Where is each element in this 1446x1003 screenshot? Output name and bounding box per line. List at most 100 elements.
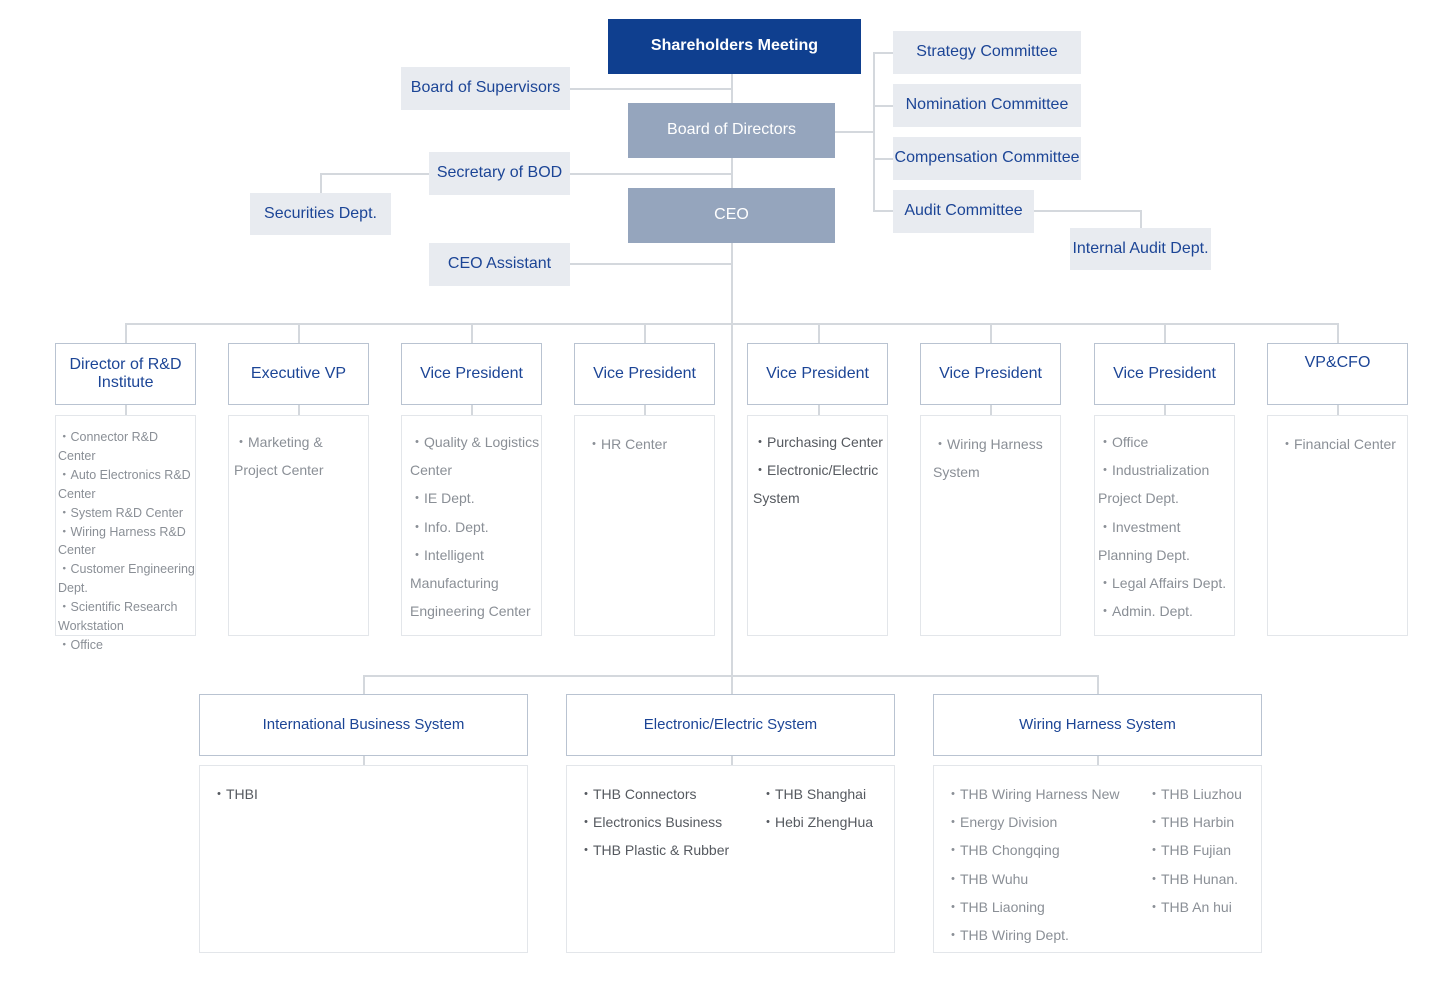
- executive-dept-list: ・Marketing & Project Center: [228, 415, 369, 636]
- exec-stem-1: [125, 404, 127, 416]
- securities-dept-box: Securities Dept.: [250, 193, 391, 235]
- main-spine: [731, 74, 733, 694]
- exec-stem-4: [644, 404, 646, 416]
- dept-item: ・Info. Dept.: [410, 518, 489, 535]
- executive-dept-list: ・Connector R&D Center ・Auto Electronics …: [55, 415, 196, 652]
- executive-dept-list: ・Purchasing Center ・Electronic/Electric …: [747, 415, 888, 636]
- system-box: International Business System: [199, 694, 528, 756]
- executive-box: VP&CFO: [1267, 343, 1408, 405]
- executive-dept-list: ・Wiring Harness System: [920, 415, 1061, 636]
- system-drop-3: [1097, 675, 1099, 695]
- executive-dept-list: ・HR Center: [574, 415, 715, 636]
- exec-stem-2: [298, 404, 300, 416]
- nomination-committee-box: Nomination Committee: [893, 84, 1081, 127]
- company-item: ・THB Chongqing: [946, 842, 1060, 859]
- exec-drop-4: [644, 323, 646, 344]
- audit-committee-box: Audit Committee: [893, 190, 1034, 233]
- dept-item: ・Electronic/Electric System: [753, 462, 879, 507]
- dept-item: ・Wiring Harness R&D Center: [58, 524, 186, 558]
- company-item: ・Electronics Business: [579, 814, 723, 831]
- supervisors-connector: [570, 88, 732, 90]
- ceo-box: CEO: [628, 188, 835, 243]
- committee-connector-h: [835, 131, 875, 133]
- securities-connector-v: [320, 173, 322, 193]
- dept-item: ・Wiring Harness System: [933, 436, 1043, 480]
- executive-dept-list: ・Office ・Industrialization Project Dept.…: [1094, 415, 1235, 636]
- dept-item: ・Purchasing Center: [753, 434, 883, 450]
- company-item: ・THB Wuhu: [946, 870, 1029, 887]
- company-item: ・THB Liaoning: [946, 898, 1045, 915]
- strategy-committee-box: Strategy Committee: [893, 31, 1081, 74]
- system-drop-1: [363, 675, 365, 695]
- exec-stem-7: [1164, 404, 1166, 416]
- dept-item: ・Industrialization Project Dept.: [1098, 462, 1210, 507]
- executive-box: Vice President: [747, 343, 888, 405]
- secretary-of-bod-box: Secretary of BOD: [429, 152, 570, 195]
- company-item: ・THB Wiring Dept.: [946, 927, 1069, 944]
- company-item: ・THBI: [212, 786, 258, 802]
- nomination-tick: [873, 105, 893, 107]
- system-stem-3: [1097, 755, 1099, 766]
- company-item: ・THB Wiring Harness New: [946, 786, 1120, 802]
- dept-item: ・Investment Planning Dept.: [1098, 518, 1190, 563]
- company-item: ・THB Liuzhou: [1147, 786, 1242, 802]
- executive-box: Vice President: [574, 343, 715, 405]
- dept-item: ・Office: [1098, 434, 1149, 450]
- exec-drop-8: [1337, 323, 1339, 344]
- dept-item: ・System R&D Center: [58, 505, 184, 520]
- company-item: ・Hebi ZhengHua: [761, 814, 874, 831]
- dept-item: ・Quality & Logistics Center: [410, 434, 540, 479]
- system-box: Wiring Harness System: [933, 694, 1262, 756]
- board-of-supervisors-box: Board of Supervisors: [401, 67, 570, 110]
- executive-dept-list: ・Financial Center: [1267, 415, 1408, 636]
- executive-box: Vice President: [1094, 343, 1235, 405]
- dept-item: ・Intelligent Manufacturing Engineering C…: [410, 546, 531, 620]
- internal-audit-connector-h: [1034, 210, 1142, 212]
- dept-item: ・Office: [58, 637, 103, 652]
- audit-tick: [873, 210, 893, 212]
- board-of-directors-box: Board of Directors: [628, 103, 835, 158]
- executive-box: Vice President: [920, 343, 1061, 405]
- company-item: ・THB Connectors: [579, 786, 697, 802]
- exec-stem-8: [1337, 404, 1339, 416]
- system-company-list: ・THB Connectors ・Electronics Business ・T…: [566, 765, 895, 953]
- exec-stem-5: [818, 404, 820, 416]
- dept-item: ・Scientific Research Workstation: [58, 600, 178, 634]
- internal-audit-connector-v: [1140, 210, 1142, 228]
- system-company-list: ・THBI: [199, 765, 528, 953]
- company-item: ・THB An hui: [1147, 898, 1232, 915]
- system-company-list: ・THB Wiring Harness New ・Energy Division…: [933, 765, 1262, 953]
- company-item: ・THB Shanghai: [761, 786, 867, 802]
- company-item: ・THB Harbin: [1147, 814, 1235, 831]
- system-bus: [363, 675, 1099, 677]
- ceo-assistant-box: CEO Assistant: [429, 243, 570, 286]
- executive-box: Vice President: [401, 343, 542, 405]
- secretary-connector: [570, 173, 732, 175]
- exec-stem-3: [471, 404, 473, 416]
- exec-drop-1: [125, 323, 127, 344]
- company-item: ・THB Fujian: [1147, 842, 1232, 859]
- exec-drop-5: [818, 323, 820, 344]
- committee-connector-v: [873, 52, 875, 212]
- exec-drop-6: [990, 323, 992, 344]
- system-box: Electronic/Electric System: [566, 694, 895, 756]
- compensation-tick: [873, 158, 893, 160]
- ceo-assistant-connector: [570, 263, 732, 265]
- compensation-committee-box: Compensation Committee: [893, 137, 1081, 180]
- executive-bus: [125, 323, 1339, 325]
- exec-drop-2: [298, 323, 300, 344]
- dept-item: ・Connector R&D Center: [58, 430, 159, 463]
- exec-drop-3: [471, 323, 473, 344]
- dept-item: ・Financial Center: [1280, 436, 1396, 452]
- company-item: ・THB Hunan.: [1147, 870, 1239, 887]
- executive-box: Executive VP: [228, 343, 369, 405]
- system-stem-1: [363, 755, 365, 766]
- strategy-tick: [873, 52, 893, 54]
- dept-item: ・Marketing & Project Center: [234, 434, 324, 478]
- securities-connector-h: [320, 173, 430, 175]
- exec-stem-6: [990, 404, 992, 416]
- internal-audit-dept-box: Internal Audit Dept.: [1070, 228, 1211, 270]
- dept-item: ・IE Dept.: [410, 490, 475, 507]
- dept-item: ・Admin. Dept.: [1098, 603, 1193, 620]
- exec-drop-7: [1164, 323, 1166, 344]
